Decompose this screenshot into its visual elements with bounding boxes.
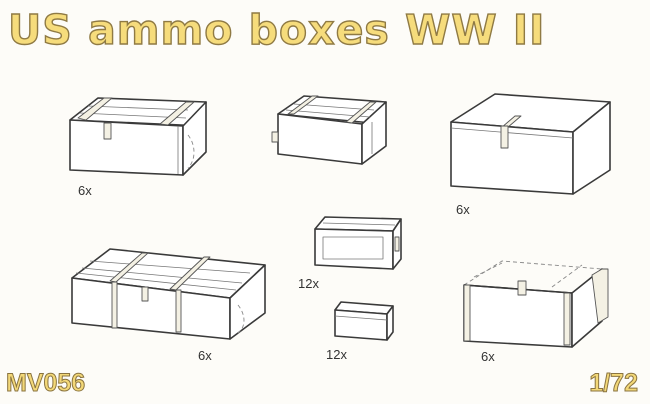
page-title: US ammo boxes WW II: [7, 5, 546, 54]
quantity-label: 12x: [298, 276, 319, 291]
quantity-label: 6x: [481, 349, 495, 364]
scale-label: 1/72: [589, 369, 639, 398]
open-crate-drawing: [463, 260, 609, 348]
large-crate-drawing: [71, 248, 266, 340]
crate-with-battens-drawing: [69, 97, 207, 176]
closed-box-drawing: [450, 93, 611, 195]
product-code: MV056: [5, 369, 86, 398]
quantity-label: 6x: [456, 202, 470, 217]
small-crate-drawing: [271, 95, 387, 165]
small-ammo-box-drawing: [334, 301, 394, 341]
metal-ammo-can-drawing: [314, 216, 402, 270]
quantity-label: 6x: [78, 183, 92, 198]
quantity-label: 6x: [198, 348, 212, 363]
quantity-label: 12x: [326, 347, 347, 362]
